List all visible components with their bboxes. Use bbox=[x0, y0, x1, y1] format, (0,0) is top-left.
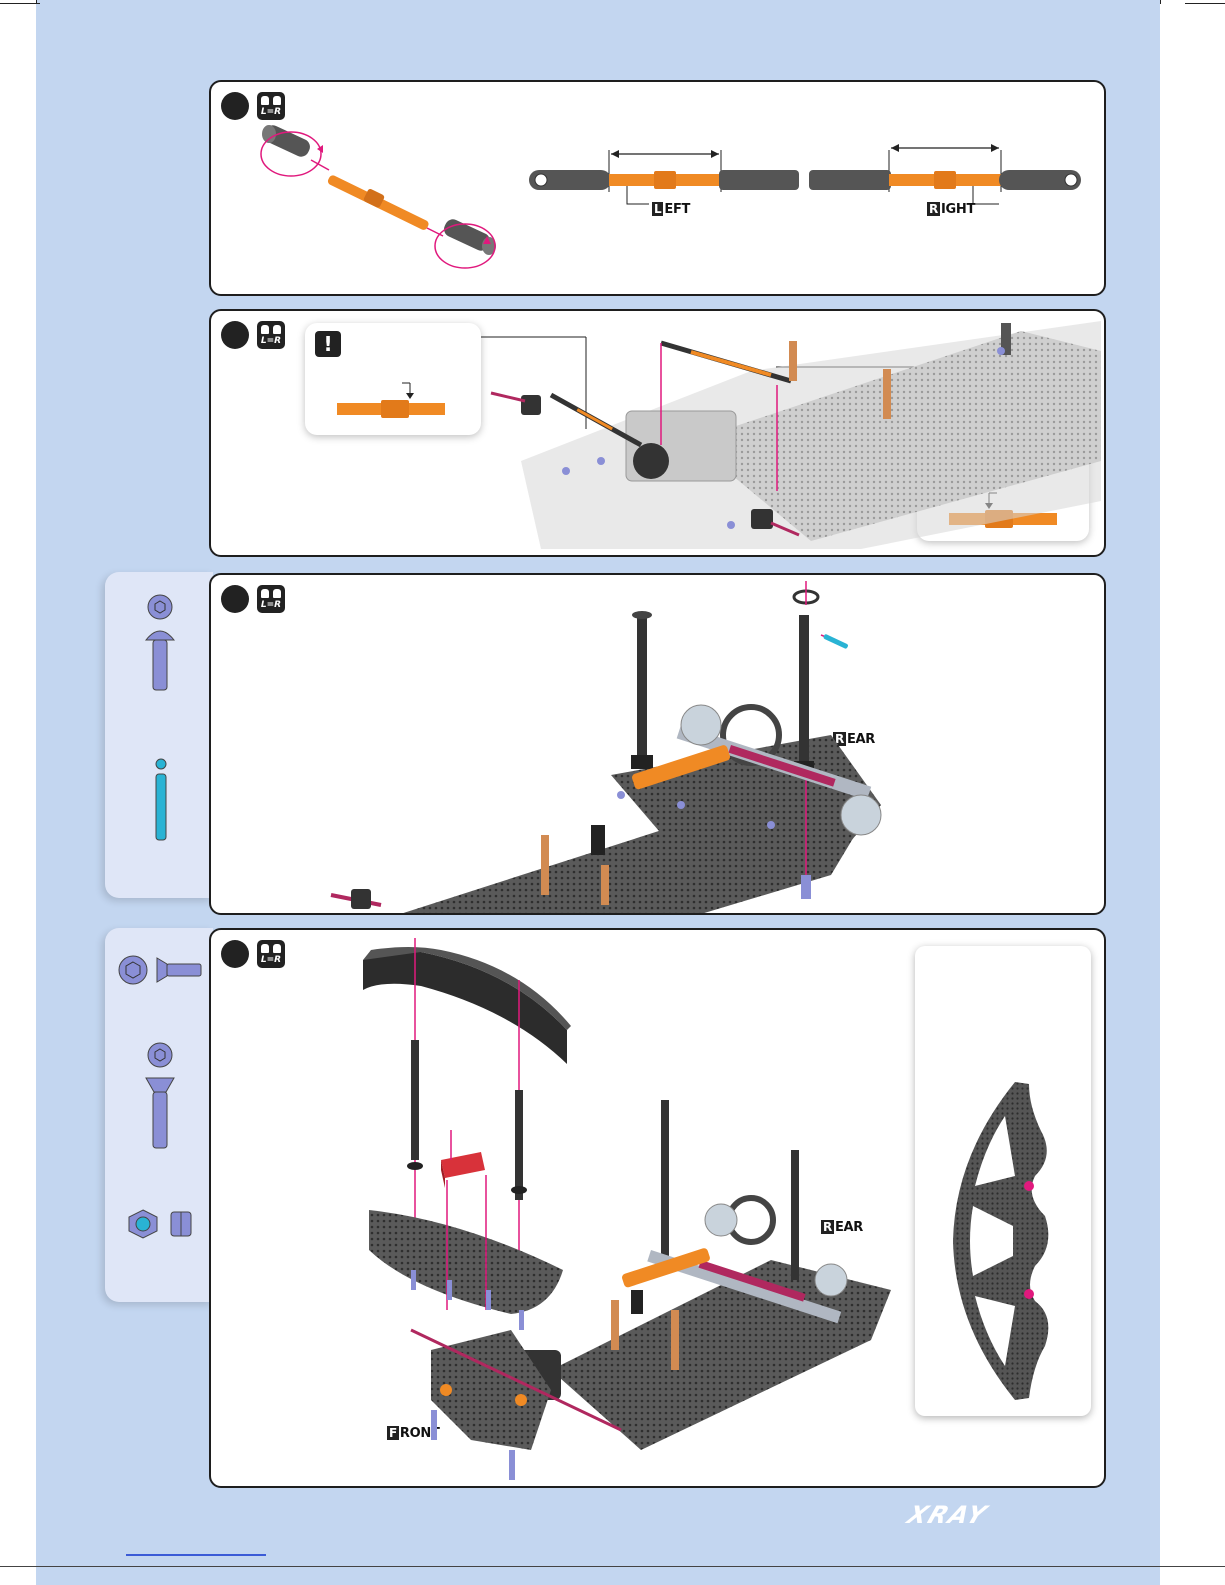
lock-nut-icon bbox=[127, 1208, 197, 1240]
countersunk-screw-icon bbox=[143, 1042, 177, 1150]
flat-head-screw-icon bbox=[115, 952, 205, 988]
step-number-badge bbox=[221, 321, 249, 349]
left-equals-right-icon: L=R bbox=[257, 940, 285, 968]
step-number-badge bbox=[221, 585, 249, 613]
left-equals-right-icon: L=R bbox=[257, 321, 285, 349]
step-number-badge bbox=[221, 92, 249, 120]
rear-post-assembly-drawing bbox=[271, 575, 1091, 915]
xray-logo-text: XRAY bbox=[902, 1501, 993, 1529]
bottom-trim-line bbox=[0, 1566, 1225, 1567]
tie-rod-exploded-drawing bbox=[251, 122, 511, 282]
step-number-badge bbox=[221, 940, 249, 968]
parts-panel-step-3 bbox=[105, 572, 213, 898]
note-box-left: ! bbox=[305, 323, 481, 435]
xray-logo: XRAY bbox=[905, 1503, 1110, 1527]
turnbuckle-orientation-drawing bbox=[337, 381, 447, 421]
crop-mark bbox=[0, 3, 40, 4]
left-equals-right-icon: L=R bbox=[257, 92, 285, 120]
bumper-plate-detail-drawing bbox=[945, 1076, 1055, 1406]
crop-mark bbox=[1160, 0, 1161, 4]
button-head-screw-icon bbox=[143, 594, 177, 694]
bumper-plate-detail-inset bbox=[915, 946, 1091, 1416]
pin-icon bbox=[153, 758, 169, 842]
step-box-tie-rod-install: L=R ! ! bbox=[209, 309, 1106, 557]
ball-end-top bbox=[261, 123, 312, 160]
bumper-assembly-drawing bbox=[351, 930, 911, 1488]
chassis-steering-drawing bbox=[481, 311, 1101, 557]
footer-rule bbox=[126, 1554, 266, 1556]
parts-panel-step-4 bbox=[105, 928, 213, 1302]
crop-mark bbox=[1185, 3, 1225, 4]
warning-icon: ! bbox=[315, 331, 341, 357]
